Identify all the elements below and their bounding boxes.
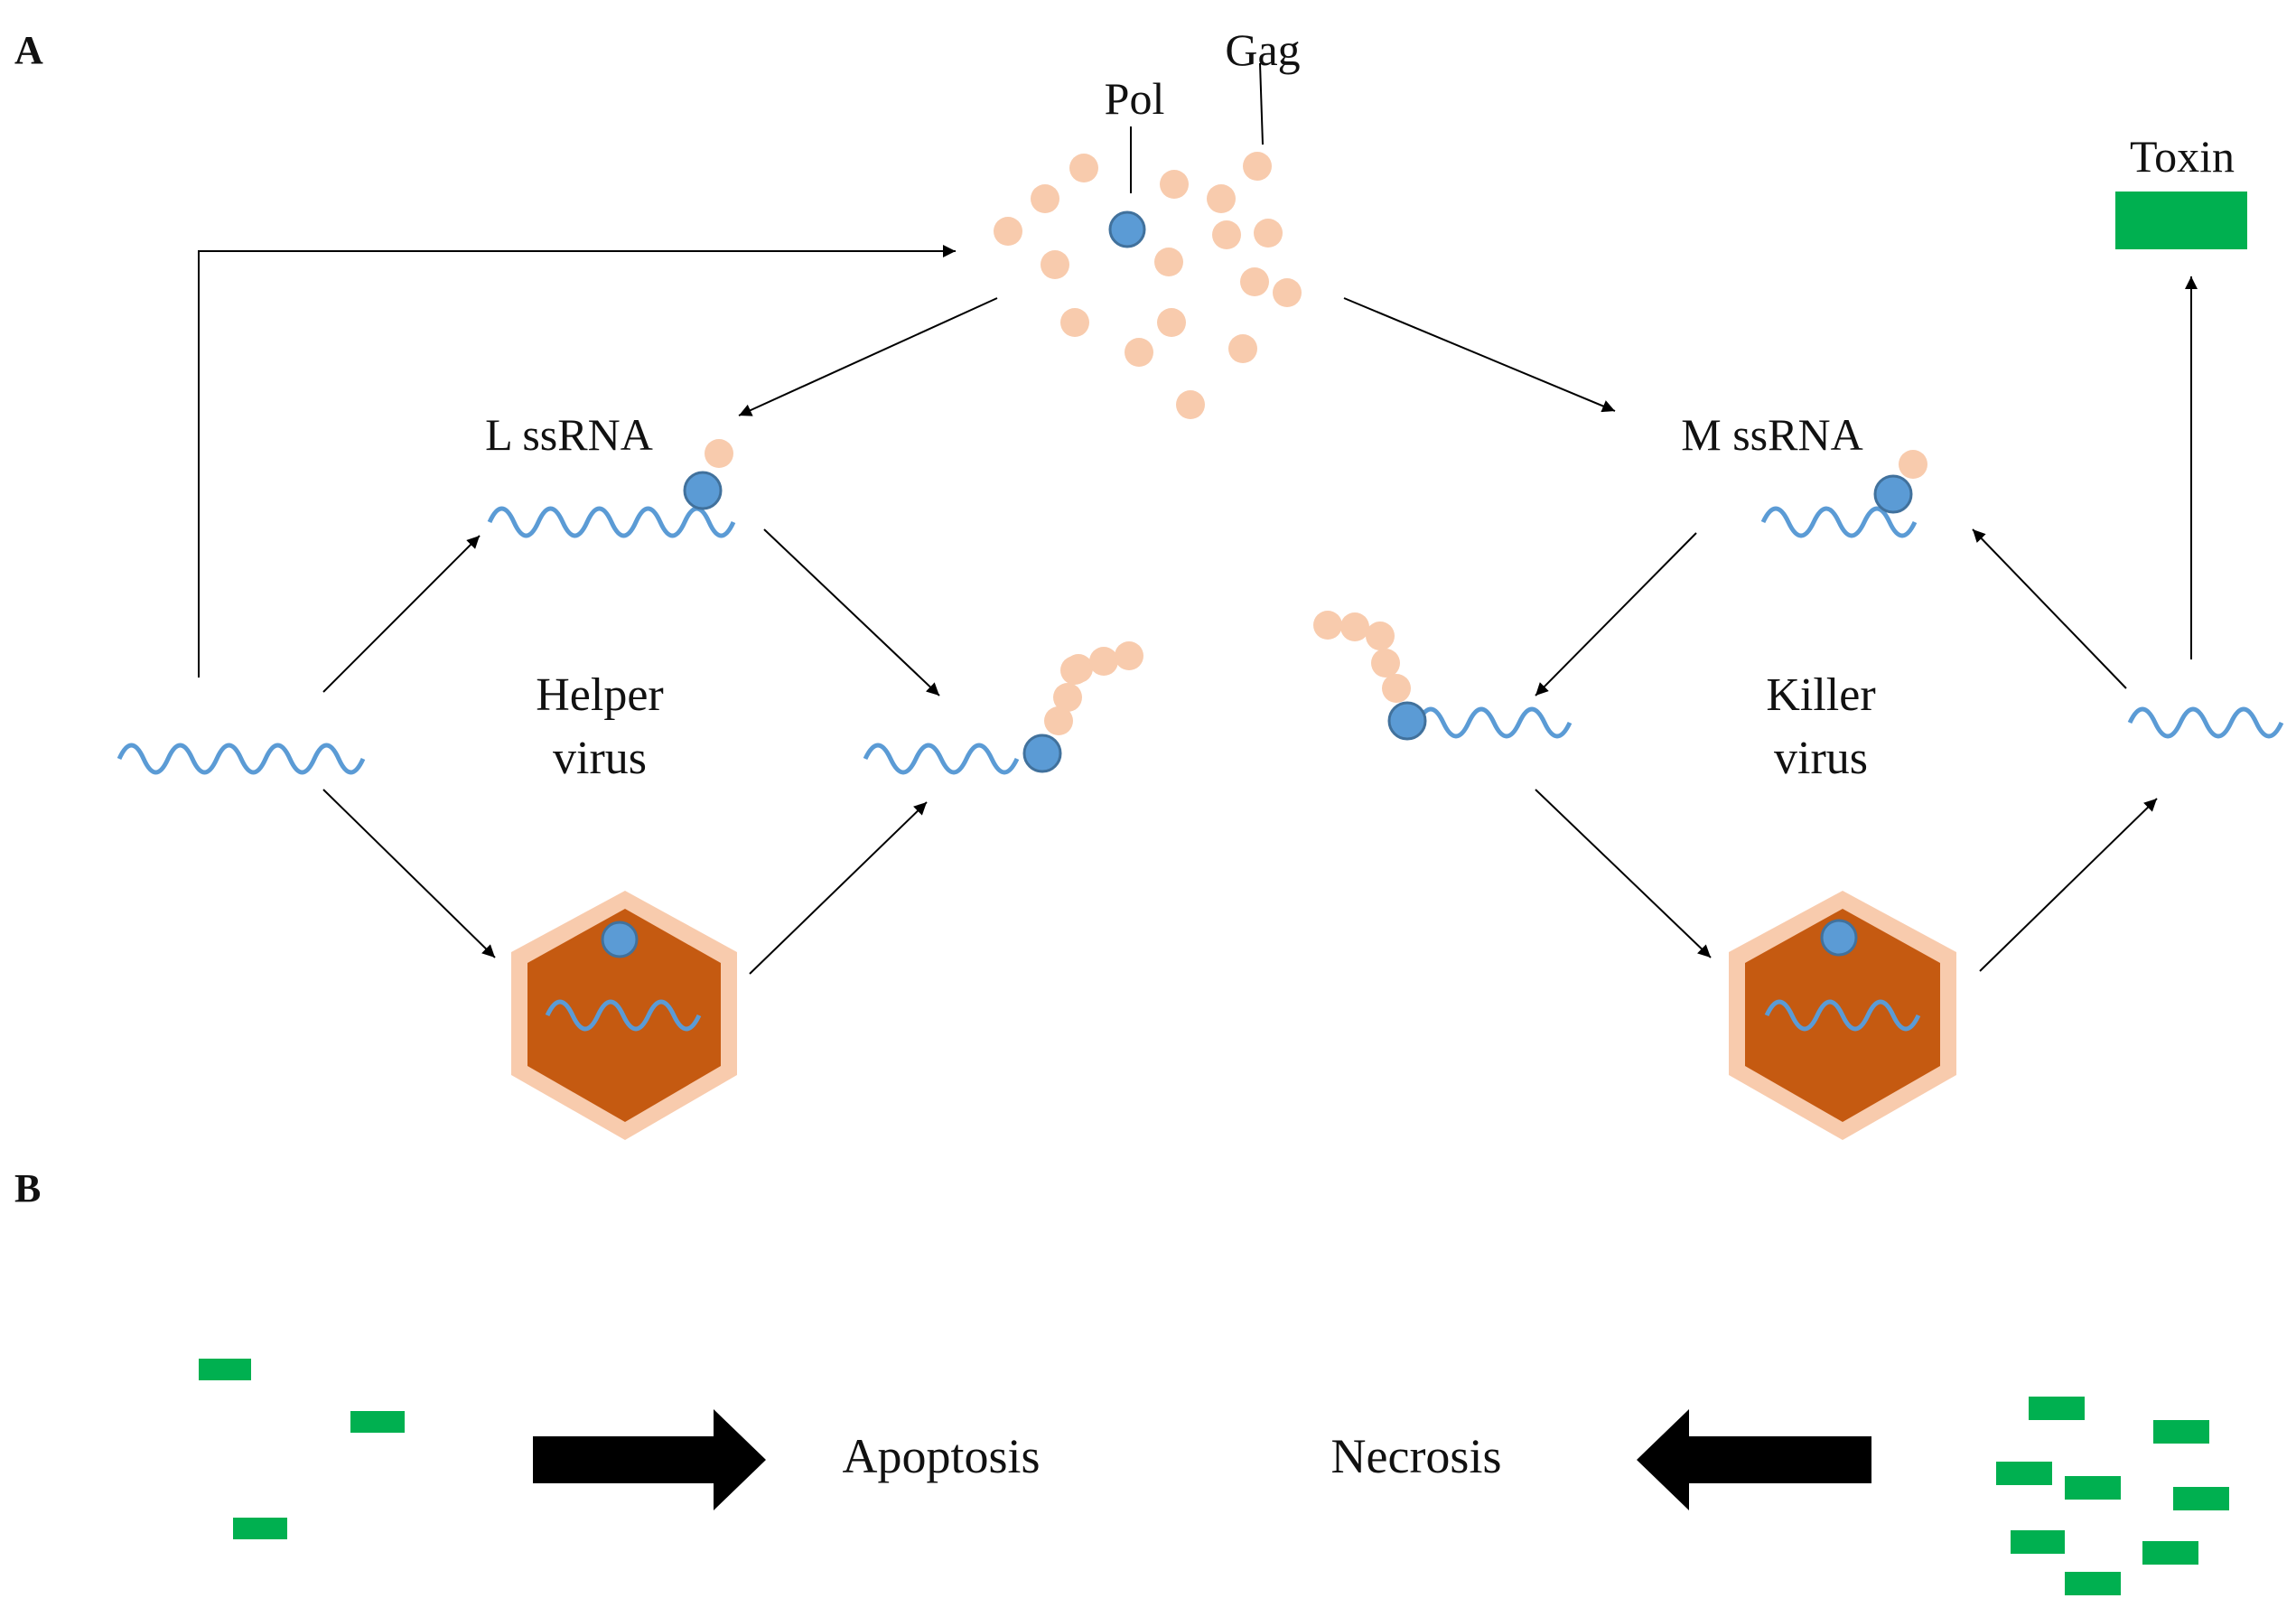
panel-label-a: A xyxy=(14,28,43,72)
helper-genome-rna xyxy=(117,743,366,775)
l-ssrna-label: L ssRNA xyxy=(485,409,653,460)
pol-label: Pol xyxy=(1105,73,1165,124)
arrow-l-ssrna-to-dsrna xyxy=(763,528,940,696)
killer-capsid xyxy=(1729,891,1956,1140)
killer-genome-rna xyxy=(2127,706,2284,739)
necrosis-label: Necrosis xyxy=(1331,1429,1502,1483)
toxin-low-dose xyxy=(199,1359,405,1539)
l-ssrna-strand xyxy=(487,506,736,538)
helper-capsid-pol xyxy=(601,921,639,958)
killer-capsid-rna xyxy=(1764,999,1921,1032)
killer-virus-label-line1: Killer xyxy=(1766,669,1875,721)
arrow-killer-dsrna-to-capsid xyxy=(1535,789,1712,958)
arrow-proteins-to-l-ssrna xyxy=(738,297,998,416)
toxin-high-dose xyxy=(1996,1397,2229,1595)
arrow-helper-capsid-to-dsrna xyxy=(749,801,928,975)
helper-replicating-rna xyxy=(863,743,1020,775)
m-ssrna-pol-protein xyxy=(1873,474,1913,514)
l-ssrna-pol-protein xyxy=(683,471,723,510)
arrow-killer-rna-to-m-ssrna xyxy=(1972,528,2127,689)
killer-virus-label-line2: virus xyxy=(1774,733,1868,784)
killer-capsid-pol xyxy=(1820,919,1858,957)
arrow-to-necrosis xyxy=(1637,1409,1871,1510)
m-ssrna-gag-protein xyxy=(1899,450,1927,479)
apoptosis-label: Apoptosis xyxy=(842,1429,1040,1483)
toxin-label: Toxin xyxy=(2130,131,2235,182)
helper-replicating-pol xyxy=(1022,734,1062,773)
helper-virus-label-line2: virus xyxy=(553,733,647,784)
killer-replicating-pol xyxy=(1387,701,1427,741)
helper-capsid-rna xyxy=(545,999,702,1032)
killer-gag-chain xyxy=(1313,611,1411,703)
helper-capsid xyxy=(511,891,737,1140)
flow-arrows xyxy=(198,245,2198,975)
helper-gag-chain xyxy=(1044,641,1143,735)
panel-label-b: B xyxy=(14,1166,41,1210)
gag-label: Gag xyxy=(1225,24,1300,75)
arrow-proteins-to-m-ssrna xyxy=(1343,297,1616,413)
arrow-killer-capsid-to-rna xyxy=(1979,798,2158,972)
arrow-helper-rna-to-proteins xyxy=(198,245,956,678)
m-ssrna-label: M ssRNA xyxy=(1681,409,1862,460)
toxin-block xyxy=(2115,192,2247,249)
gag-protein-cluster xyxy=(994,152,1302,419)
arrow-to-apoptosis xyxy=(533,1409,766,1510)
m-ssrna-strand xyxy=(1760,506,1918,538)
pol-protein xyxy=(1108,210,1146,248)
killer-replicating-rna xyxy=(1415,706,1573,739)
helper-virus-label-line1: Helper xyxy=(536,669,663,721)
arrow-helper-rna-to-capsid xyxy=(322,789,496,958)
gag-leader-line xyxy=(1259,62,1264,145)
arrow-helper-rna-to-l-ssrna xyxy=(322,535,481,693)
arrow-m-ssrna-to-dsrna xyxy=(1535,532,1697,696)
l-ssrna-gag-protein xyxy=(705,439,733,468)
